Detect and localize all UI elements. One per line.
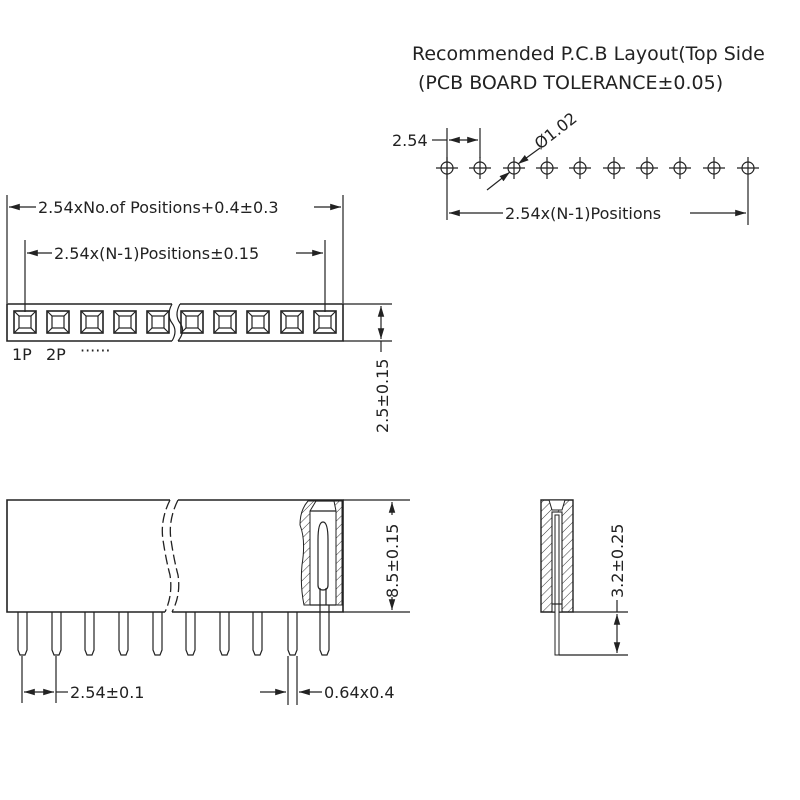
pad xyxy=(80,310,104,334)
break-line-a xyxy=(168,303,176,342)
side-view-section: 3.2±0.25 xyxy=(540,499,628,656)
pin-length-label: 3.2±0.25 xyxy=(608,524,627,598)
pad xyxy=(280,310,304,334)
pad xyxy=(246,310,270,334)
pin xyxy=(84,612,95,656)
diameter-leader-upper xyxy=(517,147,541,165)
pin xyxy=(118,612,129,656)
pin xyxy=(17,612,28,656)
top-view-section: 2.54xNo.of Positions+0.4±0.3 2.54x(N-1)P… xyxy=(6,195,392,433)
pin2-label: 2P xyxy=(46,345,66,364)
break-dash-b xyxy=(169,499,180,613)
pad xyxy=(13,310,37,334)
pin1-label: 1P xyxy=(12,345,32,364)
diameter-leader-lower xyxy=(486,171,511,191)
hole-diameter-label: Ø1.02 xyxy=(531,108,581,153)
cutaway-section xyxy=(299,500,343,606)
pin xyxy=(51,612,62,656)
pin-span-label: 2.54x(N-1)Positions±0.15 xyxy=(54,244,259,263)
overall-length-label: 2.54xNo.of Positions+0.4±0.3 xyxy=(38,198,279,217)
pad xyxy=(146,310,170,334)
pcb-hole xyxy=(503,157,525,179)
pcb-span-label: 2.54x(N-1)Positions xyxy=(505,204,661,223)
top-strip-left xyxy=(6,303,172,342)
pad xyxy=(113,310,137,334)
pcb-hole xyxy=(569,157,591,179)
pin xyxy=(252,612,263,656)
pin-pitch-label: 2.54±0.1 xyxy=(70,683,144,702)
width-label: 2.5±0.15 xyxy=(373,359,392,433)
pcb-hole xyxy=(703,157,725,179)
pin xyxy=(219,612,230,656)
pcb-hole xyxy=(669,157,691,179)
pad xyxy=(313,310,337,334)
front-body-left xyxy=(6,499,170,613)
pcb-hole xyxy=(436,157,458,179)
pitch-label: 2.54 xyxy=(392,131,428,150)
pcb-hole xyxy=(737,157,759,225)
height-label: 8.5±0.15 xyxy=(383,524,402,598)
pin-row xyxy=(17,605,330,656)
pcb-tolerance-note: (PCB BOARD TOLERANCE±0.05) xyxy=(418,72,723,94)
front-view-section: 8.5±0.15 2.54±0.1 0.64x0.4 xyxy=(6,499,410,705)
pad xyxy=(213,310,237,334)
pad-row xyxy=(13,310,337,334)
pcb-hole xyxy=(469,157,491,179)
pin xyxy=(152,612,163,656)
break-dash-a xyxy=(161,499,172,613)
ellipsis-label: ······ xyxy=(80,341,111,360)
pin xyxy=(185,612,196,656)
pcb-hole xyxy=(603,157,625,179)
pcb-hole xyxy=(536,157,558,179)
pin-size-label: 0.64x0.4 xyxy=(324,683,395,702)
top-strip-right xyxy=(178,303,344,342)
pad xyxy=(46,310,70,334)
pcb-hole-row xyxy=(436,157,759,225)
pin xyxy=(287,612,298,656)
pcb-hole xyxy=(636,157,658,179)
pad xyxy=(180,310,204,334)
pcb-layout-title: Recommended P.C.B Layout(Top Side xyxy=(412,43,765,65)
pcb-layout-section: Recommended P.C.B Layout(Top Side (PCB B… xyxy=(392,43,765,225)
front-body-right xyxy=(172,499,344,613)
pin xyxy=(319,605,330,656)
break-line-b xyxy=(176,303,184,342)
